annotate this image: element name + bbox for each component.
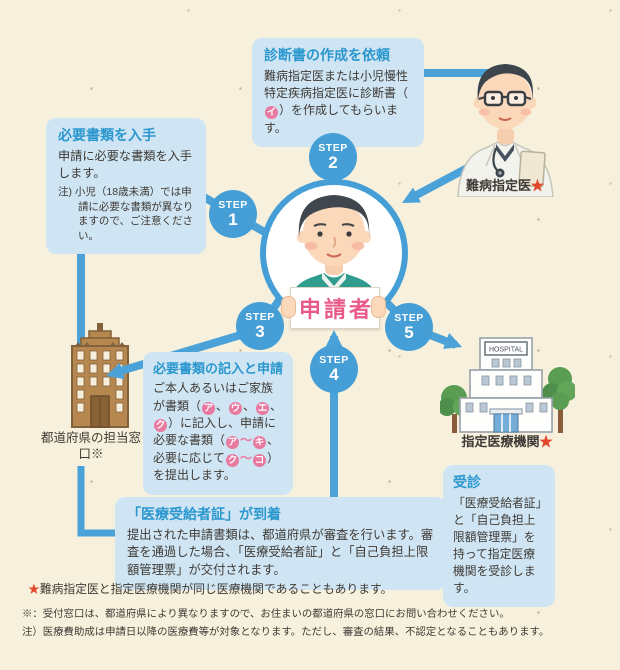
box-certificate-arrives-body: 提出された申請書類は、都道府県が審査を行います。審査を通過した場合、「医療受給者… bbox=[127, 527, 434, 578]
step2-number: 2 bbox=[328, 153, 338, 173]
prefecture-label: 都道府県の担当窓口※ bbox=[40, 431, 141, 462]
building-top-step bbox=[88, 330, 112, 339]
doctor-eye-right bbox=[514, 96, 518, 100]
katakana-badge: エ bbox=[256, 401, 270, 415]
doctor-neck bbox=[497, 128, 514, 144]
step3-label: STEP bbox=[245, 310, 275, 323]
applicant-sign-text: 申請者 bbox=[298, 297, 374, 322]
doctor-shirt bbox=[496, 144, 514, 162]
applicant-hand-left bbox=[281, 296, 296, 318]
step2-label: STEP bbox=[318, 141, 348, 154]
box-request-certificate: 診断書の作成を依頼 難病指定医または小児慢性特定疾病指定医に診断書（イ）を作成し… bbox=[252, 38, 424, 148]
footnote-subsidy-text: 医療費助成は申請日以降の医療費等が対象となります。ただし、審査の結果、不認定とな… bbox=[42, 627, 550, 638]
katakana-badge: ア bbox=[202, 401, 216, 415]
applicant-brow-left bbox=[313, 223, 327, 227]
glasses-temple-right bbox=[524, 96, 532, 100]
katakana-badge: イ bbox=[265, 106, 278, 120]
applicant-nose bbox=[332, 236, 337, 248]
box-fill-and-apply-title: 必要書類の記入と申請 bbox=[153, 361, 284, 376]
line-building-to-box4 bbox=[77, 466, 117, 537]
tree-right bbox=[542, 367, 575, 433]
katakana-badge: キ bbox=[253, 436, 267, 450]
doctor-blush-left bbox=[478, 108, 490, 116]
stethoscope-chestpiece-center bbox=[498, 171, 502, 175]
katakana-badge: ク bbox=[154, 419, 167, 433]
step-circle-2: STEP 2 bbox=[309, 133, 357, 181]
hospital-sign-text: HOSPITAL bbox=[489, 347, 523, 354]
applicant-mouth bbox=[326, 253, 342, 258]
hospital-illustration: HOSPITAL bbox=[440, 337, 575, 433]
box-request-certificate-body: 難病指定医または小児慢性特定疾病指定医に診断書（イ）を作成してもらいます。 bbox=[264, 68, 409, 135]
box-consultation-title: 受診 bbox=[453, 474, 481, 490]
step-circle-5: STEP 5 bbox=[385, 303, 433, 351]
doctor-blush-right bbox=[520, 108, 532, 116]
step4-number: 4 bbox=[329, 365, 339, 385]
prefecture-building-illustration bbox=[71, 323, 129, 428]
hospital-label-text: 指定医療機関 bbox=[461, 434, 540, 449]
box-obtain-documents-note: 注) 小児（18歳未満）では申請に必要な書類が異なりますので、ご注意ください。 bbox=[58, 185, 194, 242]
doctor-eye-left bbox=[491, 96, 495, 100]
footnote-window-text: 受付窓口は、都道府県により異なりますので、お住まいの都道府県の窓口にお問い合わせ… bbox=[42, 609, 510, 620]
footnote-window: ※：受付窓口は、都道府県により異なりますので、お住まいの都道府県の窓口にお問い合… bbox=[22, 605, 620, 620]
box-fill-and-apply: 必要書類の記入と申請 ご本人あるいはご家族が書類（ア、ウ、エ、ク）に記入し、申請… bbox=[143, 352, 293, 495]
footnote-star: ★難病指定医と指定医療機関が同じ医療機関であることもあります。 bbox=[28, 580, 620, 597]
footnotes: ★難病指定医と指定医療機関が同じ医療機関であることもあります。 ※：受付窓口は、… bbox=[0, 580, 620, 638]
hospital-windows bbox=[465, 358, 548, 413]
box-certificate-arrives-title: 「医療受給者証」が到着 bbox=[127, 506, 281, 522]
step3-number: 3 bbox=[255, 322, 265, 342]
step-circle-3: STEP 3 bbox=[236, 302, 284, 350]
footnote-subsidy-mark: 注） bbox=[22, 627, 43, 638]
applicant-blush-left bbox=[304, 242, 318, 250]
stethoscope-tube bbox=[492, 147, 499, 172]
doctor-face bbox=[478, 71, 532, 129]
doctor-label-text: 難病指定医 bbox=[465, 178, 531, 193]
applicant-brow-right bbox=[341, 223, 355, 227]
pink-range-mark: 〜 bbox=[240, 433, 253, 448]
footnote-subsidy: 注）医療費助成は申請日以降の医療費等が対象となります。ただし、審査の結果、不認定… bbox=[22, 623, 620, 638]
applicant-hand-right bbox=[371, 296, 386, 318]
footnote-window-mark: ※： bbox=[22, 609, 43, 620]
box-obtain-documents-title: 必要書類を入手 bbox=[58, 127, 156, 143]
step5-number: 5 bbox=[404, 323, 414, 343]
box-consultation-body: 「医療受給者証」と「自己負担上限額管理票」を持って指定医療機関を受診します。 bbox=[453, 495, 542, 595]
applicant-eye-left bbox=[317, 231, 323, 237]
footnote-star-mark: ★ bbox=[28, 582, 40, 596]
doctor-clipboard bbox=[518, 150, 546, 188]
box-fill-and-apply-body: ご本人あるいはご家族が書類（ア、ウ、エ、ク）に記入し、申請に必要な書類（ア〜キ、… bbox=[153, 381, 283, 483]
hospital-label: 指定医療機関★ bbox=[443, 431, 571, 450]
hospital-canopy bbox=[489, 408, 523, 415]
hospital-door bbox=[493, 413, 519, 433]
step4-label: STEP bbox=[319, 353, 349, 366]
katakana-badge: コ bbox=[253, 453, 267, 467]
applicant-blush-right bbox=[351, 242, 365, 250]
katakana-badge: ア bbox=[226, 436, 240, 450]
doctor-label: 難病指定医★ bbox=[445, 175, 565, 194]
doctor-mouth bbox=[498, 117, 512, 121]
pink-range-mark: 〜 bbox=[240, 450, 253, 465]
box-consultation: 受診 「医療受給者証」と「自己負担上限額管理票」を持って指定医療機関を受診します… bbox=[443, 465, 555, 608]
box-certificate-arrives: 「医療受給者証」が到着 提出された申請書類は、都道府県が審査を行います。審査を通… bbox=[115, 497, 446, 590]
applicant-hair bbox=[298, 195, 370, 237]
applicant-face bbox=[303, 200, 365, 266]
hospital-star: ★ bbox=[539, 434, 553, 449]
step1-label: STEP bbox=[218, 198, 248, 211]
doctor-star: ★ bbox=[531, 178, 545, 193]
step-circle-1: STEP 1 bbox=[209, 190, 257, 238]
box-obtain-documents: 必要書類を入手 申請に必要な書類を入手します。 注) 小児（18歳未満）では申請… bbox=[46, 118, 206, 254]
box-request-certificate-title: 診断書の作成を依頼 bbox=[264, 47, 390, 63]
glasses-temple-left bbox=[478, 96, 486, 100]
step-circle-4: STEP 4 bbox=[310, 345, 358, 393]
katakana-badge: ウ bbox=[229, 401, 243, 415]
step1-number: 1 bbox=[228, 210, 238, 230]
box-obtain-documents-body: 申請に必要な書類を入手します。 bbox=[58, 148, 193, 181]
footnote-star-text: 難病指定医と指定医療機関が同じ医療機関であることもあります。 bbox=[39, 582, 393, 596]
applicant-sign: 申請者 bbox=[290, 287, 380, 329]
building-spire bbox=[97, 323, 103, 332]
applicant-eye-right bbox=[346, 231, 352, 237]
step5-label: STEP bbox=[394, 311, 424, 324]
hospital-signboard bbox=[484, 341, 528, 356]
katakana-badge: ク bbox=[226, 453, 240, 467]
